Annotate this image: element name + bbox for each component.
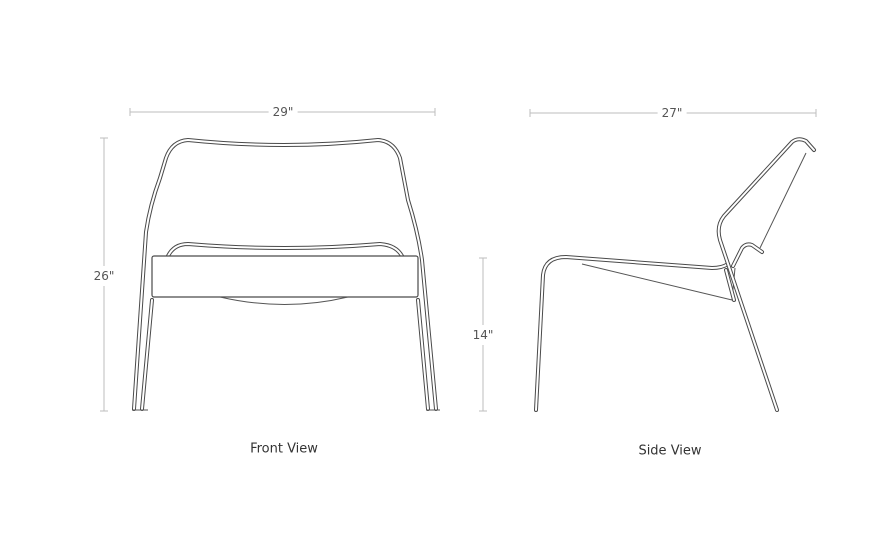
side-view-caption: Side View	[638, 443, 702, 459]
front-width-label: 29"	[268, 105, 298, 119]
side-view-chair	[534, 137, 816, 412]
side-seat-height-label: 14"	[472, 325, 494, 345]
front-height-label: 26"	[93, 266, 115, 286]
side-depth-label: 27"	[657, 106, 687, 120]
front-view-caption: Front View	[250, 441, 318, 457]
front-view-chair	[132, 138, 440, 411]
